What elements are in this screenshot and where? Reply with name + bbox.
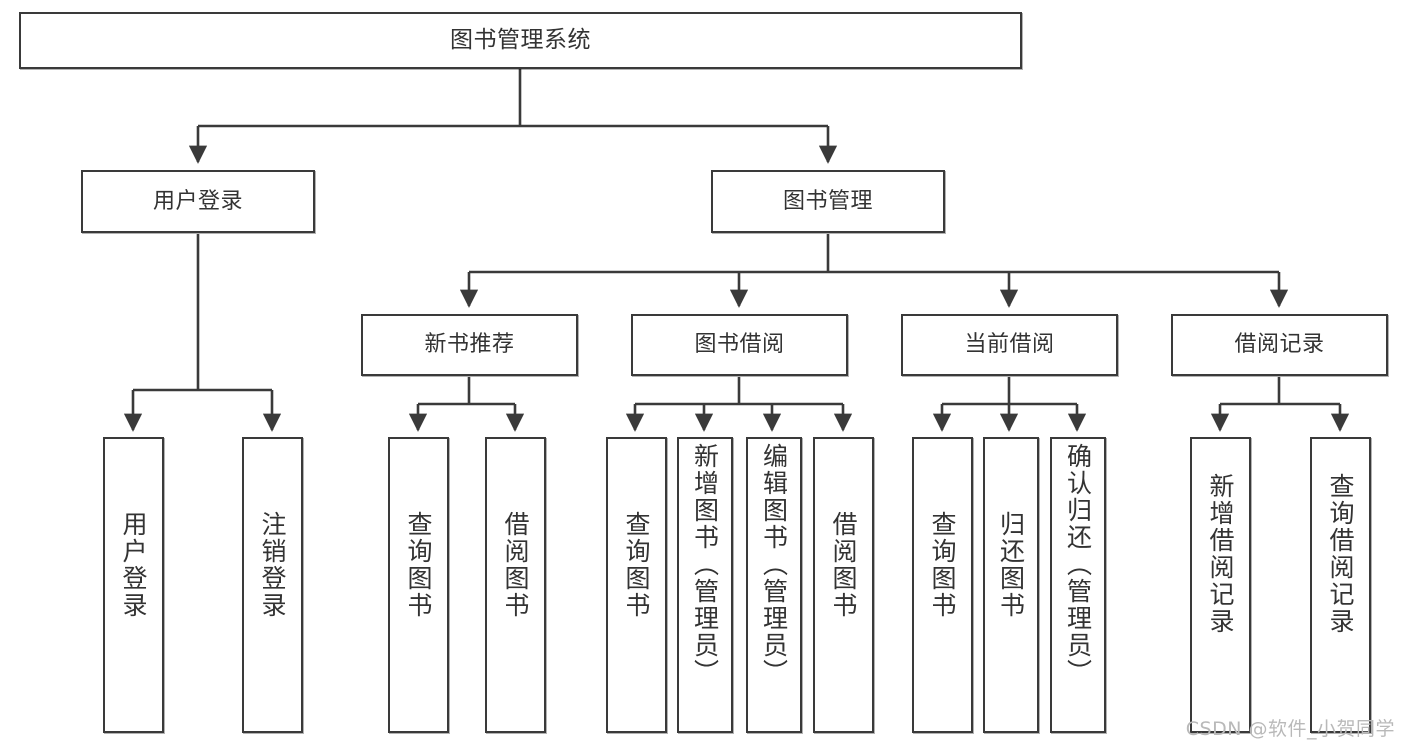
node-leaf-query-book-2[interactable]: 查询图书 bbox=[606, 437, 667, 733]
node-label: 确认归还（管理员） bbox=[1063, 443, 1093, 686]
node-label: 借阅图书 bbox=[501, 511, 530, 619]
node-label: 新书推荐 bbox=[424, 332, 515, 358]
node-label: 查询图书 bbox=[404, 511, 433, 619]
node-label: 查询借阅记录 bbox=[1326, 473, 1355, 635]
node-borrow-record[interactable]: 借阅记录 bbox=[1171, 314, 1388, 376]
node-label: 借阅记录 bbox=[1234, 332, 1325, 358]
node-leaf-borrow-book-2[interactable]: 借阅图书 bbox=[813, 437, 874, 733]
node-leaf-user-login[interactable]: 用户登录 bbox=[103, 437, 164, 733]
node-user-login[interactable]: 用户登录 bbox=[81, 170, 315, 233]
node-label: 借阅图书 bbox=[829, 511, 858, 619]
node-label: 注销登录 bbox=[258, 511, 287, 619]
node-leaf-query-borrow-record[interactable]: 查询借阅记录 bbox=[1310, 437, 1371, 733]
node-leaf-confirm-return[interactable]: 确认归还（管理员） bbox=[1050, 437, 1106, 733]
node-leaf-query-book-1[interactable]: 查询图书 bbox=[388, 437, 449, 733]
node-label: 图书借阅 bbox=[694, 332, 785, 358]
node-root-book-management-system[interactable]: 图书管理系统 bbox=[19, 12, 1022, 69]
watermark-csdn: CSDN @软件_小贺同学 bbox=[1185, 718, 1395, 740]
node-leaf-add-book[interactable]: 新增图书（管理员） bbox=[677, 437, 733, 733]
node-label: 编辑图书（管理员） bbox=[759, 443, 789, 686]
node-book-borrow[interactable]: 图书借阅 bbox=[631, 314, 848, 376]
node-label: 图书管理 bbox=[782, 188, 873, 214]
node-label: 图书管理系统 bbox=[450, 26, 591, 53]
node-label: 用户登录 bbox=[119, 511, 148, 619]
node-book-management[interactable]: 图书管理 bbox=[711, 170, 945, 233]
node-label: 查询图书 bbox=[928, 511, 957, 619]
node-label: 新增图书（管理员） bbox=[690, 443, 720, 686]
node-leaf-return-book[interactable]: 归还图书 bbox=[983, 437, 1039, 733]
node-current-borrow[interactable]: 当前借阅 bbox=[901, 314, 1118, 376]
node-leaf-query-book-3[interactable]: 查询图书 bbox=[912, 437, 973, 733]
node-label: 新增借阅记录 bbox=[1206, 473, 1235, 635]
node-leaf-borrow-book-1[interactable]: 借阅图书 bbox=[485, 437, 546, 733]
node-new-book-recommend[interactable]: 新书推荐 bbox=[361, 314, 578, 376]
node-leaf-logout-login[interactable]: 注销登录 bbox=[242, 437, 303, 733]
node-label: 用户登录 bbox=[152, 188, 243, 214]
node-label: 归还图书 bbox=[996, 511, 1026, 619]
node-label: 当前借阅 bbox=[964, 332, 1055, 358]
node-leaf-edit-book[interactable]: 编辑图书（管理员） bbox=[746, 437, 802, 733]
node-leaf-add-borrow-record[interactable]: 新增借阅记录 bbox=[1190, 437, 1251, 733]
node-label: 查询图书 bbox=[622, 511, 651, 619]
